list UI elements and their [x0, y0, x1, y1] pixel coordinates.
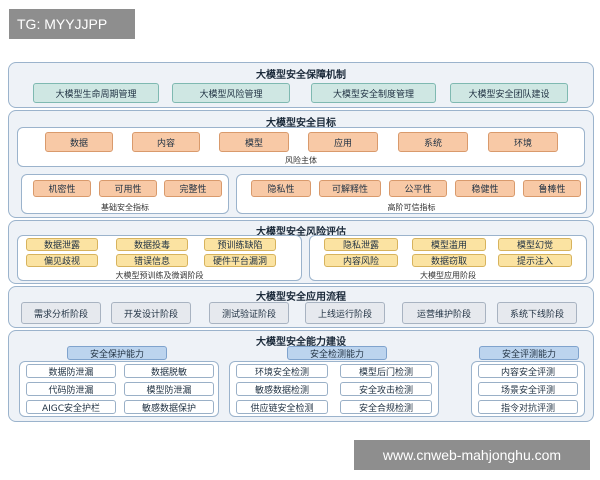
risk-subject-item: 数据: [45, 132, 113, 152]
basic-indicator-item: 完整性: [164, 180, 222, 197]
watermark-bottom: www.cnweb-mahjonghu.com: [354, 440, 590, 470]
detect-capability-panel: 环境安全检测 模型后门检测 敏感数据检测 安全攻击检测 供应链安全检测 安全合规…: [229, 361, 439, 417]
detect-capability-item: 安全攻击检测: [340, 382, 432, 396]
evaluate-capability-panel: 内容安全评测 场景安全评测 指令对抗评测: [471, 361, 585, 417]
basic-indicator-item: 机密性: [33, 180, 91, 197]
evaluate-capability-header: 安全评测能力: [479, 346, 579, 360]
pretrain-risk-item: 错误信息: [116, 254, 188, 267]
section-application-process: 大模型安全应用流程 需求分析阶段 开发设计阶段 测试验证阶段 上线运行阶段 运营…: [8, 286, 594, 328]
pretrain-risk-item: 偏见歧视: [26, 254, 98, 267]
protect-capability-item: 代码防泄漏: [26, 382, 116, 396]
application-risk-item: 隐私泄露: [324, 238, 398, 251]
protect-capability-item: 数据防泄漏: [26, 364, 116, 378]
basic-indicator-item: 可用性: [99, 180, 157, 197]
application-stage-panel: 隐私泄露 模型滥用 模型幻觉 内容风险 数据窃取 提示注入 大模型应用阶段: [309, 235, 587, 281]
section-title: 大模型安全能力建设: [256, 337, 346, 348]
process-stage: 开发设计阶段: [111, 302, 191, 324]
basic-indicator-panel: 机密性 可用性 完整性 基础安全指标: [21, 174, 229, 214]
pretrain-stage-caption: 大模型预训练及微调阶段: [115, 271, 204, 280]
risk-subject-item: 模型: [219, 132, 289, 152]
trust-indicator-caption: 高阶可信指标: [387, 203, 436, 212]
section-risk-assessment: 大模型安全风险评估 数据泄露 数据投毒 预训练缺陷 偏见歧视 错误信息 硬件平台…: [8, 220, 594, 284]
mechanism-item: 大模型风险管理: [172, 83, 290, 103]
process-stage: 系统下线阶段: [497, 302, 577, 324]
mechanism-item: 大模型生命周期管理: [33, 83, 159, 103]
trust-indicator-item: 鲁棒性: [523, 180, 581, 197]
protect-capability-item: AIGC安全护栏: [26, 400, 116, 414]
mechanism-item: 大模型安全制度管理: [311, 83, 436, 103]
process-stage: 测试验证阶段: [209, 302, 289, 324]
section-title: 大模型安全保障机制: [256, 70, 346, 81]
section-guarantee-mechanism: 大模型安全保障机制 大模型生命周期管理 大模型风险管理 大模型安全制度管理 大模…: [8, 62, 594, 108]
protect-capability-item: 模型防泄漏: [124, 382, 214, 396]
protect-capability-item: 数据脱敏: [124, 364, 214, 378]
pretrain-risk-item: 数据泄露: [26, 238, 98, 251]
application-risk-item: 内容风险: [324, 254, 398, 267]
trust-indicator-item: 稳健性: [455, 180, 515, 197]
risk-subject-panel: 数据 内容 模型 应用 系统 环境 风险主体: [17, 127, 585, 167]
risk-subject-item: 内容: [132, 132, 200, 152]
pretrain-risk-item: 硬件平台漏洞: [204, 254, 276, 267]
watermark-top: TG: MYYJJPP: [9, 9, 135, 39]
process-stage: 上线运行阶段: [305, 302, 385, 324]
section-capability-building: 大模型安全能力建设 安全保护能力 数据防泄漏 数据脱敏 代码防泄漏 模型防泄漏 …: [8, 330, 594, 422]
application-risk-item: 模型幻觉: [498, 238, 572, 251]
application-risk-item: 模型滥用: [412, 238, 486, 251]
application-risk-item: 数据窃取: [412, 254, 486, 267]
section-title: 大模型安全应用流程: [256, 292, 346, 303]
risk-subject-caption: 风险主体: [285, 156, 317, 165]
risk-subject-item: 系统: [398, 132, 468, 152]
trust-indicator-panel: 隐私性 可解释性 公平性 稳健性 鲁棒性 高阶可信指标: [236, 174, 587, 214]
risk-subject-item: 应用: [308, 132, 378, 152]
evaluate-capability-item: 场景安全评测: [478, 382, 578, 396]
evaluate-capability-item: 内容安全评测: [478, 364, 578, 378]
trust-indicator-item: 公平性: [389, 180, 447, 197]
process-stage: 运营维护阶段: [402, 302, 486, 324]
basic-indicator-caption: 基础安全指标: [101, 203, 149, 212]
detect-capability-header: 安全检测能力: [287, 346, 387, 360]
section-security-goals: 大模型安全目标 数据 内容 模型 应用 系统 环境 风险主体 机密性 可用性 完…: [8, 110, 594, 218]
process-stage: 需求分析阶段: [21, 302, 101, 324]
pretrain-stage-panel: 数据泄露 数据投毒 预训练缺陷 偏见歧视 错误信息 硬件平台漏洞 大模型预训练及…: [17, 235, 302, 281]
pretrain-risk-item: 预训练缺陷: [204, 238, 276, 251]
detect-capability-item: 供应链安全检测: [236, 400, 328, 414]
trust-indicator-item: 隐私性: [251, 180, 311, 197]
section-title: 大模型安全风险评估: [256, 227, 346, 238]
pretrain-risk-item: 数据投毒: [116, 238, 188, 251]
detect-capability-item: 环境安全检测: [236, 364, 328, 378]
protect-capability-panel: 数据防泄漏 数据脱敏 代码防泄漏 模型防泄漏 AIGC安全护栏 敏感数据保护: [19, 361, 219, 417]
trust-indicator-item: 可解释性: [319, 180, 381, 197]
risk-subject-item: 环境: [488, 132, 558, 152]
section-title: 大模型安全目标: [266, 118, 336, 129]
application-stage-caption: 大模型应用阶段: [420, 271, 476, 280]
detect-capability-item: 模型后门检测: [340, 364, 432, 378]
detect-capability-item: 安全合规检测: [340, 400, 432, 414]
protect-capability-item: 敏感数据保护: [124, 400, 214, 414]
mechanism-item: 大模型安全团队建设: [450, 83, 568, 103]
protect-capability-header: 安全保护能力: [67, 346, 167, 360]
application-risk-item: 提示注入: [498, 254, 572, 267]
detect-capability-item: 敏感数据检测: [236, 382, 328, 396]
evaluate-capability-item: 指令对抗评测: [478, 400, 578, 414]
